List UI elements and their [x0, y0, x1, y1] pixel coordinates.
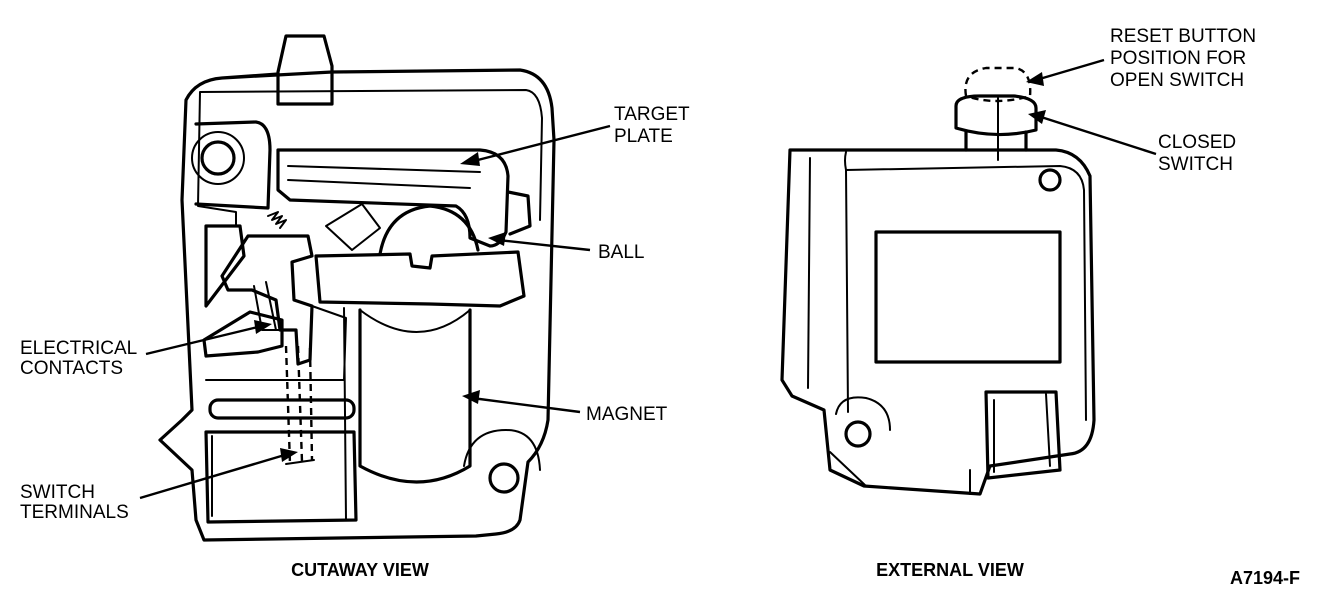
- cutaway-view-drawing: [158, 34, 556, 542]
- figure-id: A7194-F: [1230, 568, 1300, 588]
- leader-lines: [139, 58, 1157, 500]
- label-magnet: MAGNET: [586, 404, 668, 425]
- label-reset-button-position: RESET BUTTON POSITION FOR OPEN SWITCH: [1110, 26, 1261, 91]
- label-closed-switch: CLOSED SWITCH: [1158, 132, 1241, 175]
- caption-cutaway-view: CUTAWAY VIEW: [291, 560, 429, 580]
- label-switch-terminals: SWITCH TERMINALS: [20, 482, 129, 523]
- label-target-plate: TARGET PLATE: [614, 104, 695, 147]
- label-ball: BALL: [598, 242, 644, 263]
- label-electrical-contacts: ELECTRICAL CONTACTS: [20, 338, 142, 379]
- caption-external-view: EXTERNAL VIEW: [876, 560, 1024, 580]
- external-view-drawing: [780, 66, 1096, 496]
